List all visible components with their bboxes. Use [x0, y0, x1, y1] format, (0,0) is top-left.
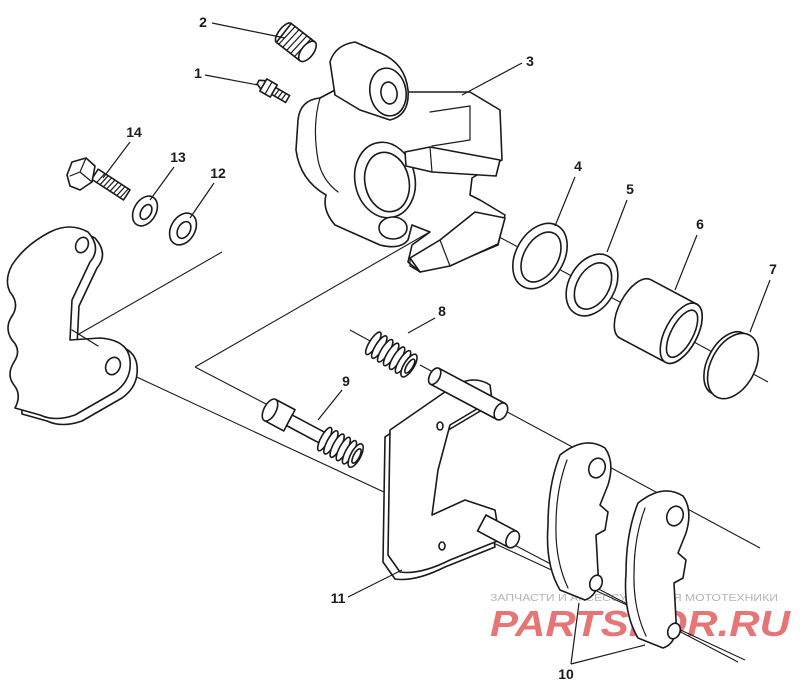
- brake-pad-inner: [546, 442, 612, 601]
- caliper-bracket: [382, 367, 521, 581]
- callout-9: 9: [342, 373, 350, 389]
- callout-11: 11: [331, 590, 346, 606]
- brake-pad-outer: [624, 490, 690, 649]
- leader-line-2: [211, 22, 286, 39]
- piston-seal: [512, 222, 568, 290]
- callout-3: 3: [526, 53, 534, 69]
- axis-line: [194, 225, 441, 368]
- bleeder-plug: [274, 22, 318, 63]
- callout-6: 6: [696, 216, 704, 232]
- axis-line: [194, 366, 269, 406]
- pin-spring: [364, 331, 418, 378]
- mounting-bolt: [66, 157, 131, 201]
- leader-line-11: [347, 569, 403, 598]
- axis-line: [71, 251, 223, 339]
- callout-4: 4: [574, 158, 582, 174]
- leader-line-10b: [570, 644, 646, 665]
- bleeder-valve: [256, 78, 291, 104]
- leader-line-12: [189, 182, 215, 219]
- callout-2: 2: [199, 14, 207, 30]
- leader-line-1: [204, 74, 259, 86]
- guide-pin: [261, 398, 364, 469]
- caliper-body: [295, 41, 506, 273]
- callout-labels: 1 2 3 4 5 6 7 8 9 10 11 12 13 14: [126, 14, 777, 682]
- mounting-bracket: [6, 226, 139, 426]
- lock-washer: [131, 195, 159, 227]
- callout-14: 14: [126, 124, 142, 140]
- callout-5: 5: [626, 181, 634, 197]
- callout-1: 1: [194, 65, 202, 81]
- leader-line-8: [407, 317, 436, 334]
- leader-line-4: [554, 176, 576, 227]
- leader-line-13: [149, 166, 175, 201]
- callout-12: 12: [210, 165, 226, 181]
- callout-13: 13: [170, 149, 186, 165]
- leader-line-6: [674, 234, 698, 291]
- leader-line-3: [461, 62, 523, 96]
- callout-8: 8: [438, 303, 446, 319]
- flat-washer: [168, 212, 198, 246]
- leader-lines: [102, 22, 771, 665]
- leader-line-10a: [570, 602, 580, 665]
- dust-seal: [565, 253, 619, 317]
- piston-cap: [703, 330, 760, 400]
- leader-line-7: [749, 279, 771, 333]
- callout-7: 7: [769, 261, 777, 277]
- axis-line: [349, 329, 373, 343]
- leader-line-5: [606, 199, 628, 253]
- caliper-piston: [613, 277, 703, 365]
- leader-line-9: [317, 389, 343, 421]
- leader-line-14: [102, 141, 131, 179]
- callout-10: 10: [558, 666, 574, 682]
- axis-line: [504, 539, 739, 663]
